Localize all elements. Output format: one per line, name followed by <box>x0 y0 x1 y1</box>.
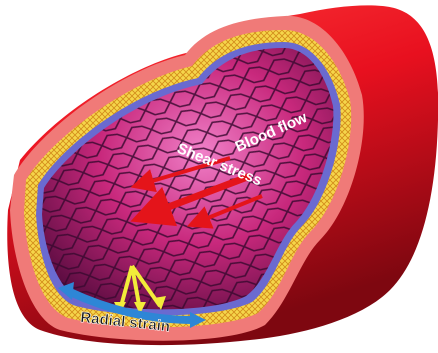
artery-diagram: Blood flow Shear stress Radial strain <box>0 0 438 353</box>
